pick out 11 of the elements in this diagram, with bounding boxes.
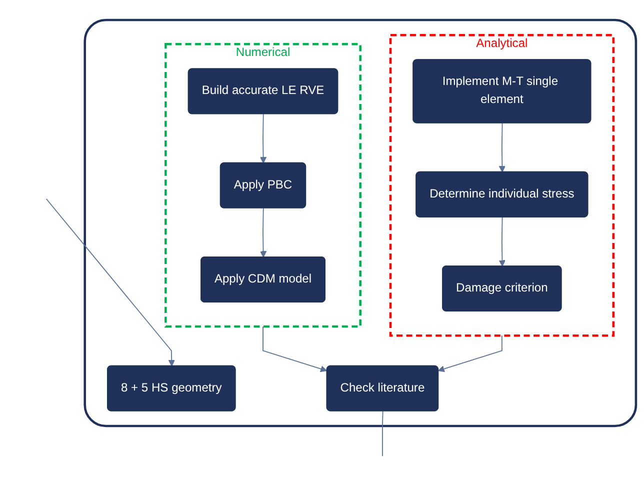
cluster xyxy=(164,43,362,328)
arrow xyxy=(498,123,506,173)
arrow xyxy=(262,326,327,372)
arrow xyxy=(260,208,267,258)
arrow xyxy=(260,114,267,164)
arrow xyxy=(498,217,506,267)
arrow xyxy=(438,336,502,372)
arrow xyxy=(46,198,175,367)
cluster xyxy=(84,19,638,428)
connector xyxy=(382,411,384,457)
cluster xyxy=(389,34,614,338)
